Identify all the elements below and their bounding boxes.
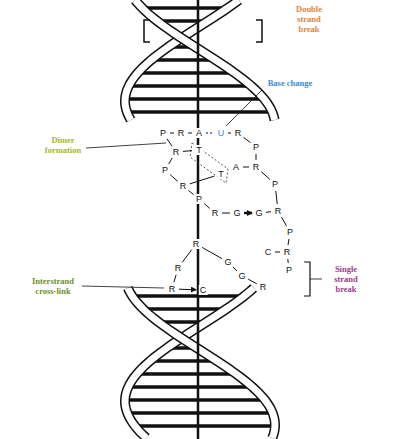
break-bracket: [256, 20, 262, 42]
bond-line: [169, 158, 173, 164]
strand-ribbon: [128, 288, 275, 438]
nucleotide-letter: R: [234, 128, 243, 138]
damage-label: Interstrand cross-link: [22, 276, 84, 296]
bond-line: [167, 139, 172, 146]
leader-line: [82, 286, 164, 288]
bond-line: [288, 239, 289, 245]
nucleotide-letter: G: [232, 208, 241, 218]
bond-line: [248, 279, 257, 284]
nucleotide-letter: P: [161, 165, 169, 175]
bond-line: [222, 213, 230, 214]
leader-line: [86, 143, 166, 148]
nucleotide-letter: R: [179, 181, 188, 191]
base-pair-rung: [139, 424, 271, 428]
nucleotide-letter: P: [286, 227, 294, 237]
bond-line: [287, 259, 288, 263]
nucleotide-letter: U: [217, 128, 226, 138]
nucleotide-letter: R: [259, 282, 268, 292]
nucleotide-letter: P: [195, 194, 203, 204]
base-pair-rung: [155, 58, 211, 62]
damage-label: Dimer formation: [40, 135, 86, 155]
dimer-box: [190, 143, 228, 183]
nucleotide-letter: R: [172, 147, 181, 157]
helix-axis: [197, 0, 200, 439]
nucleotide-letter: P: [271, 179, 279, 189]
bond-line: [275, 252, 280, 253]
base-pair-rung: [131, 110, 268, 114]
bond-line: [256, 154, 257, 160]
bond-line: [190, 176, 215, 184]
bond-line: [188, 190, 193, 194]
nucleotide-letter: A: [195, 128, 203, 138]
nucleotide-letter: C: [199, 285, 208, 295]
break-bracket: [304, 262, 310, 296]
base-pair-rung: [147, 307, 222, 311]
base-pair-rung: [133, 84, 248, 88]
nucleotide-letter: R: [274, 206, 283, 216]
nucleotide-letter: T: [217, 169, 225, 179]
bond-line: [282, 217, 287, 226]
nucleotide-letter: R: [177, 128, 186, 138]
leader-line: [310, 279, 322, 280]
nucleotide-letter: R: [283, 247, 292, 257]
leader-line: [226, 90, 262, 126]
base-pair-rung: [132, 385, 248, 389]
bond-line: [261, 172, 270, 180]
bond-line: [188, 133, 192, 134]
nucleotide-letter: R: [174, 263, 183, 273]
base-pair-rung: [136, 294, 240, 298]
damage-label: Base change: [250, 78, 330, 88]
nucleotide-letter: R: [211, 208, 220, 218]
nucleotide-letter: C: [264, 247, 273, 257]
nucleotide-letter: R: [252, 162, 261, 172]
bond-line: [243, 167, 249, 168]
strand-ribbon: [135, 0, 275, 120]
base-pair-rung: [141, 372, 232, 376]
bond-line: [206, 133, 214, 134]
base-pair-rung: [142, 71, 231, 75]
strand-outline: [128, 288, 275, 438]
damage-label: Double strand break: [286, 4, 332, 34]
bond-line: [174, 275, 176, 283]
nucleotide-letter: G: [254, 208, 263, 218]
damage-label: Single strand break: [324, 264, 368, 294]
base-pair-rung: [146, 6, 224, 10]
nucleotide-letter: R: [192, 239, 201, 249]
nucleotide-letter: A: [232, 162, 240, 172]
bond-line: [202, 247, 222, 258]
nucleotide-letter: P: [159, 128, 167, 138]
bond-line: [244, 137, 251, 142]
break-bracket: [144, 20, 150, 42]
bond-line: [170, 175, 178, 182]
bond-line: [266, 211, 271, 213]
nucleotide-letter: P: [252, 142, 260, 152]
bond-line: [204, 204, 209, 209]
bond-line: [233, 267, 237, 271]
nucleotide-letter: R: [168, 284, 177, 294]
bond-line: [179, 289, 196, 291]
bond-line: [182, 250, 192, 263]
base-pair-rung: [129, 97, 260, 101]
base-pair-rung: [154, 359, 213, 363]
strand-outline: [135, 0, 275, 120]
bond-line: [228, 133, 231, 134]
nucleotide-letter: T: [195, 145, 203, 155]
bond-line: [170, 133, 174, 134]
base-pair-rung: [129, 398, 261, 402]
base-pair-rung: [131, 411, 268, 415]
nucleotide-letter: G: [223, 257, 232, 267]
bond-line: [244, 212, 252, 215]
nucleotide-letter: G: [237, 271, 246, 281]
bond-line: [276, 191, 277, 204]
nucleotide-letter: P: [285, 265, 293, 275]
